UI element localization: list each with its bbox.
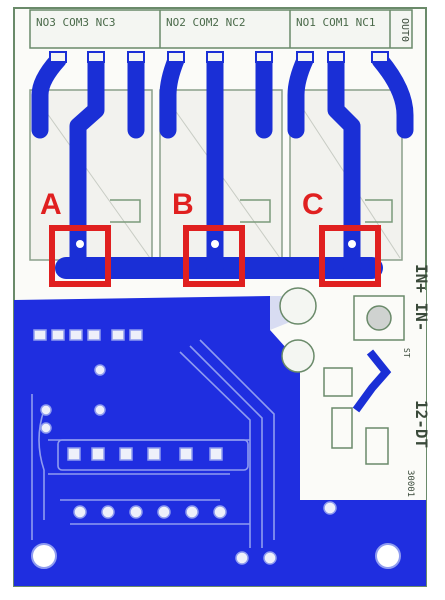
connector-label-3: NO3 COM3 NC3 [36,16,115,29]
terminal-pins [49,51,389,63]
reference-label: 30001 [405,470,415,497]
marker-box-b [183,225,245,287]
marker-group-c: C [302,188,381,287]
mounting-hole-bottom-right [375,543,401,569]
marker-group-b: B [172,188,245,287]
marker-box-c [319,225,381,287]
relay-copper-traces [31,51,414,279]
power-input-label: IN+ IN- [412,264,431,331]
terminal-block-strip: NO3 COM3 NC3 NO2 COM2 NC2 NO1 COM1 NC1 O… [29,9,413,49]
marker-box-a [49,225,111,287]
marker-label-c: C [302,188,324,221]
connector-label-out: OUT0 [399,18,410,42]
power-sub-label: ST [402,348,411,358]
pour-detail [31,339,275,548]
connector-label-1: NO1 COM1 NC1 [296,16,375,29]
mounting-hole-bottom-left [31,543,57,569]
marker-vias [76,240,356,248]
marker-label-a: A [40,188,62,221]
marker-label-b: B [172,188,194,221]
marker-group-a: A [40,188,111,287]
pcb-pads [33,329,337,565]
mounting-holes [31,543,401,569]
power-section [279,287,405,465]
ic-label: 12-DT [412,400,431,448]
connector-label-2: NO2 COM2 NC2 [166,16,245,29]
